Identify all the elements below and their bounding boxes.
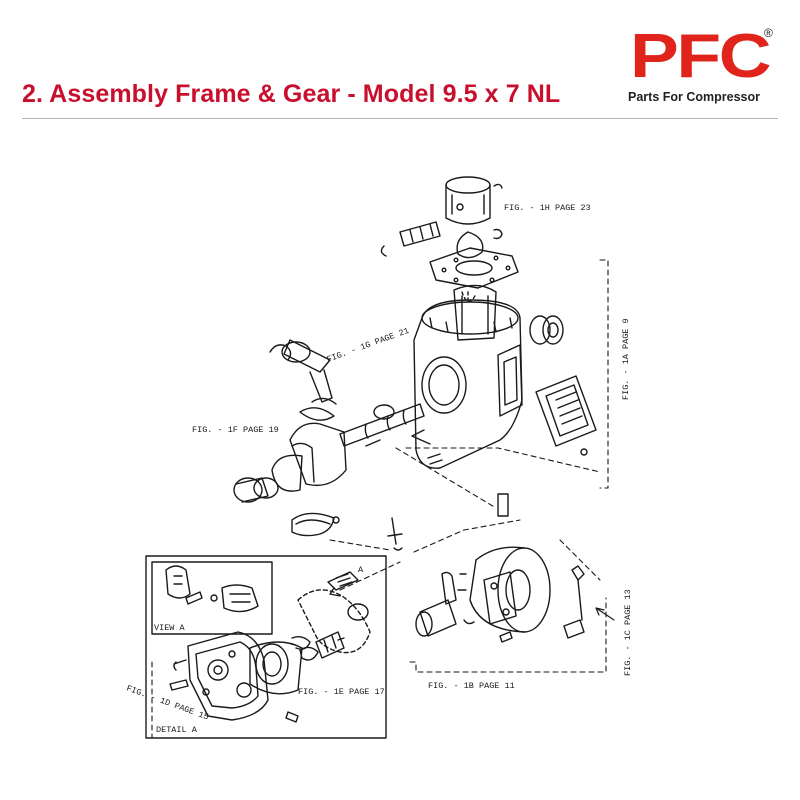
label-fig-1e: FIG. - 1E PAGE 17 bbox=[298, 687, 385, 697]
label-arrow-a: A bbox=[358, 565, 364, 575]
label-fig-1f: FIG. - 1F PAGE 19 bbox=[192, 425, 279, 435]
leader-lines bbox=[151, 259, 609, 739]
side-bearing bbox=[529, 315, 564, 345]
label-detail-a: DETAIL A bbox=[156, 725, 198, 735]
label-fig-1a: FIG. - 1A PAGE 9 bbox=[621, 318, 631, 400]
gear-housing-1b bbox=[469, 546, 551, 633]
gear-shaft-1b bbox=[415, 571, 513, 643]
label-fig-1h: FIG. - 1H PAGE 23 bbox=[504, 203, 591, 213]
pfc-logo: PFC ® Parts For Compressor bbox=[624, 26, 784, 116]
gasket-plate bbox=[429, 247, 519, 289]
detail-a-box bbox=[145, 555, 387, 739]
arrow-1c bbox=[595, 607, 615, 621]
logo-text: PFC bbox=[630, 22, 772, 91]
label-fig-1d: FIG. - 1D PAGE 15 bbox=[125, 683, 210, 722]
header-divider bbox=[22, 118, 778, 119]
label-view-a: VIEW A bbox=[154, 623, 186, 633]
ball-joint bbox=[456, 231, 484, 259]
gear-assembly-1e bbox=[249, 589, 371, 695]
registered-mark: ® bbox=[764, 26, 773, 40]
view-a-box bbox=[151, 561, 273, 635]
view-arrow-a bbox=[327, 571, 359, 597]
rod-bolt bbox=[387, 517, 403, 551]
oil-pump-1d bbox=[169, 631, 299, 723]
shaft-assembly-1c bbox=[563, 565, 585, 639]
label-fig-1c: FIG. - 1C PAGE 13 bbox=[623, 589, 633, 676]
connecting-rod bbox=[269, 339, 337, 421]
wrist-pin bbox=[380, 221, 441, 257]
label-fig-1g: FIG. - 1G PAGE 21 bbox=[326, 326, 411, 365]
logo-tagline: Parts For Compressor bbox=[628, 90, 760, 104]
label-fig-1b: FIG. - 1B PAGE 11 bbox=[428, 681, 515, 691]
crankshaft bbox=[271, 403, 425, 492]
side-cover-plate bbox=[535, 375, 597, 456]
dowel-pin bbox=[497, 493, 509, 517]
frame-housing bbox=[411, 284, 523, 469]
rod-cap bbox=[291, 512, 340, 537]
main-bearing bbox=[233, 477, 279, 503]
page-title: 2. Assembly Frame & Gear - Model 9.5 x 7… bbox=[22, 80, 561, 108]
crosshead-assembly bbox=[445, 176, 503, 225]
